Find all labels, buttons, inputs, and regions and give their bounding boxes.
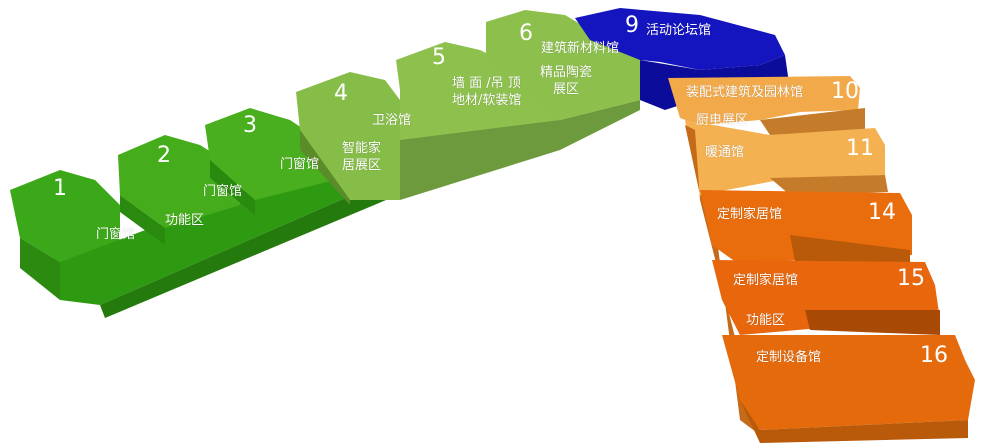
hall-5-label: 墙 面 /吊 顶 地材/软装馆 xyxy=(452,76,522,108)
hall-15-label: 定制家居馆 xyxy=(733,273,799,288)
hall-2-block[interactable] xyxy=(118,135,240,245)
hall-15-number: 15 xyxy=(897,266,925,291)
hall-1-label: 门窗馆 xyxy=(96,227,136,242)
hall-11-label: 暖通馆 xyxy=(705,145,745,160)
hall-15-block[interactable] xyxy=(712,260,940,335)
hall-1-number: 1 xyxy=(53,176,67,201)
hall-3-label: 门窗馆 xyxy=(280,157,320,172)
hall-4-number: 4 xyxy=(334,81,348,106)
hall-4-label: 卫浴馆 xyxy=(372,113,412,128)
hall-6-number: 6 xyxy=(519,21,533,46)
hall-14-label: 定制家居馆 xyxy=(717,207,783,222)
hall-6-extra: 精品陶瓷 展区 xyxy=(540,65,593,97)
hall-4-extra: 智能家 居展区 xyxy=(342,141,382,173)
hall-16-block[interactable] xyxy=(722,335,975,443)
hall-15-extra: 功能区 xyxy=(746,313,786,328)
hall-2-number: 2 xyxy=(157,143,171,168)
hall-2-label: 门窗馆 xyxy=(203,184,243,199)
hall-4-block[interactable] xyxy=(296,72,400,205)
hall-16-number: 16 xyxy=(920,343,948,368)
hall-14-number: 14 xyxy=(868,200,896,225)
hall-9-label: 活动论坛馆 xyxy=(646,23,712,38)
hall-10-extra: 厨电展区 xyxy=(696,113,749,128)
hall-5-number: 5 xyxy=(432,45,446,70)
hall-10-block[interactable] xyxy=(668,76,865,135)
hall-16-label: 定制设备馆 xyxy=(756,350,822,365)
hall-11-block[interactable] xyxy=(685,120,888,195)
hall-3-number: 3 xyxy=(243,113,257,138)
hall-10-label: 装配式建筑及园林馆 xyxy=(686,85,804,100)
hall-10-number: 10 xyxy=(831,79,859,104)
hall-11-number: 11 xyxy=(846,136,874,161)
hall-2-extra: 功能区 xyxy=(165,213,205,228)
hall-9-number: 9 xyxy=(625,13,639,38)
hall-6-label: 建筑新材料馆 xyxy=(541,41,620,56)
